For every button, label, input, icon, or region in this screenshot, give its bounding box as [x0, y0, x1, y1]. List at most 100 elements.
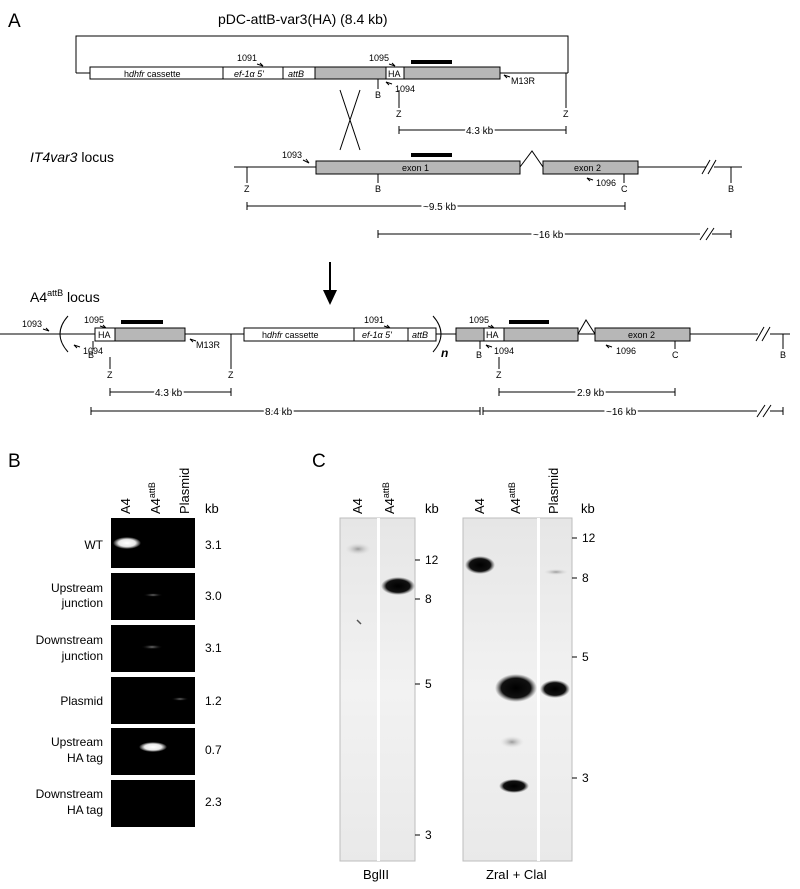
primer-arrow-icon — [189, 338, 197, 343]
locus-primer-1093: 1093 — [282, 150, 302, 160]
a4attb-ef1a-label: ef-1α 5' — [362, 330, 392, 340]
gel-b-row-upjunc-2: junction — [61, 596, 103, 610]
a4attb-locus: A4attB locus n HA hdhfr cassette ef-1α 5… — [0, 288, 790, 420]
a4attb-attb-label: attB — [412, 330, 428, 340]
a4attb-var3-b2-box — [503, 327, 579, 342]
blot1-marker-12: 12 — [425, 553, 439, 567]
plasmid-ha-label: HA — [388, 69, 401, 79]
blot1-band-a4 — [345, 543, 371, 555]
blot2-marker-8: 8 — [582, 571, 589, 585]
primer-arrow-icon — [605, 344, 613, 349]
panel-label-a: A — [8, 11, 21, 32]
repeat-bracket-left — [59, 315, 69, 353]
primer-arrow-icon — [73, 344, 81, 349]
locus-dist-9-5-bar — [246, 202, 626, 210]
a4attb-dist-16: ~16 kb — [606, 407, 637, 418]
blot2-faint-plasmid — [544, 569, 568, 575]
a4attb-ha-a: HA — [98, 330, 111, 340]
plasmid-site-z2: Z — [563, 109, 569, 119]
plasmid-construct: pDC-attB-var3(HA) (8.4 kb) hdhfr cassett… — [75, 11, 569, 151]
panel-label-c: C — [312, 451, 326, 472]
it4var3-locus: IT4var3 locus exon 1 exon 2 1093 1096 Z … — [30, 149, 742, 243]
a4attb-var3-b1-box — [455, 327, 485, 342]
blot2-col-a4attb: A4attB — [507, 482, 523, 514]
locus-line — [234, 150, 742, 168]
gel-b-size-wt: 3.1 — [205, 538, 222, 552]
locus-dist-16: ~16 kb — [533, 230, 564, 241]
a4attb-hdhfr-label: hdhfr cassette — [262, 330, 319, 340]
plasmid-site-b: B — [375, 90, 381, 100]
gel-b-row-downha-1: Downstream — [36, 787, 103, 801]
repeat-bracket-right — [432, 315, 442, 353]
a4attb-intron — [577, 319, 596, 335]
locus-site-b2: B — [728, 184, 734, 194]
a4attb-exon2-box — [594, 327, 691, 342]
blot1-marker-8: 8 — [425, 592, 432, 606]
blot-zrai-clai: A4 A4attB Plasmid kb 12 8 5 3 ZraI + Cla… — [462, 468, 596, 882]
break-icon — [755, 326, 771, 342]
a4attb-site-z-b: Z — [228, 370, 234, 380]
primer-arrow-icon — [385, 81, 393, 86]
a4attb-exon2-label: exon 2 — [628, 330, 655, 340]
gel-band-up-junction — [143, 593, 163, 597]
primer-arrow-icon — [42, 327, 50, 332]
gel-b-row-downha-2: HA tag — [67, 803, 103, 817]
gel-b-size-upjunc: 3.0 — [205, 589, 222, 603]
blot2-marker-12: 12 — [582, 531, 596, 545]
a4attb-primer-1095b: 1095 — [469, 315, 489, 325]
gel-b-row-downjunc-1: Downstream — [36, 633, 103, 647]
locus-primer-1096: 1096 — [596, 178, 616, 188]
plasmid-distance-label: 4.3 kb — [466, 126, 494, 137]
blot1-speck — [356, 619, 362, 625]
a4attb-primer-m13r: M13R — [196, 340, 221, 350]
crossover-icon — [339, 89, 361, 151]
break-icon — [701, 159, 717, 175]
plasmid-title: pDC-attB-var3(HA) (8.4 kb) — [218, 11, 388, 27]
plasmid-var3-3-box — [403, 66, 501, 80]
blot2-col-plasmid: Plasmid — [546, 468, 561, 514]
a4attb-dist-4-3: 4.3 kb — [155, 388, 183, 399]
blot2-band-a4attb — [495, 674, 537, 702]
a4attb-primer-1096: 1096 — [616, 346, 636, 356]
locus-site-z: Z — [244, 184, 250, 194]
locus-dist-16-bar — [377, 230, 732, 238]
locus-exon2-box — [542, 160, 639, 175]
gel-b-row-upha-2: HA tag — [67, 751, 103, 765]
gel-band-plasmid — [171, 697, 189, 701]
a4attb-site-b-a: B — [88, 350, 94, 360]
blot1-marker-5: 5 — [425, 677, 432, 691]
locus-site-b: B — [375, 184, 381, 194]
a4attb-var3-a-box — [114, 327, 186, 342]
plasmid-attb-label: attB — [288, 69, 304, 79]
gel-band-wt-a4 — [113, 537, 141, 549]
plasmid-hdhfr-label: hdhfr cassette — [124, 69, 181, 79]
blot2-marker-3: 3 — [582, 771, 589, 785]
blot2-enzyme: ZraI + ClaI — [486, 867, 547, 882]
gel-b-col-a4: A4 — [118, 498, 133, 514]
a4attb-attb-box — [407, 327, 437, 342]
a4attb-site-c: C — [672, 350, 679, 360]
plasmid-backbone — [75, 35, 569, 73]
primer-arrow-icon — [586, 177, 594, 182]
gel-strip-downstream-ha — [111, 780, 195, 827]
a4attb-dist-4-3-bar — [109, 388, 232, 396]
primer-arrow-icon — [256, 62, 264, 67]
gel-b-row-plasmid: Plasmid — [60, 694, 103, 708]
blot2-band-a4 — [465, 556, 495, 574]
panel-label-b: B — [8, 451, 21, 472]
a4attb-site-z-c: Z — [496, 370, 502, 380]
locus-dist-9-5: ~9.5 kb — [423, 202, 457, 213]
gel-b-size-upha: 0.7 — [205, 743, 222, 757]
gel-b-row-upha-1: Upstream — [51, 735, 103, 749]
primer-arrow-icon — [388, 62, 396, 67]
gel-b-row-wt: WT — [84, 538, 103, 552]
a4attb-site-z-a: Z — [107, 370, 113, 380]
blot1-enzyme: BglII — [363, 867, 389, 882]
gel-b-kb-header: kb — [205, 501, 219, 516]
a4attb-primer-1091: 1091 — [364, 315, 384, 325]
primer-arrow-icon — [383, 324, 391, 329]
plasmid-primer-1091: 1091 — [237, 53, 257, 63]
blot1-lane-divider — [377, 518, 380, 861]
a4attb-site-b-c: B — [780, 350, 786, 360]
